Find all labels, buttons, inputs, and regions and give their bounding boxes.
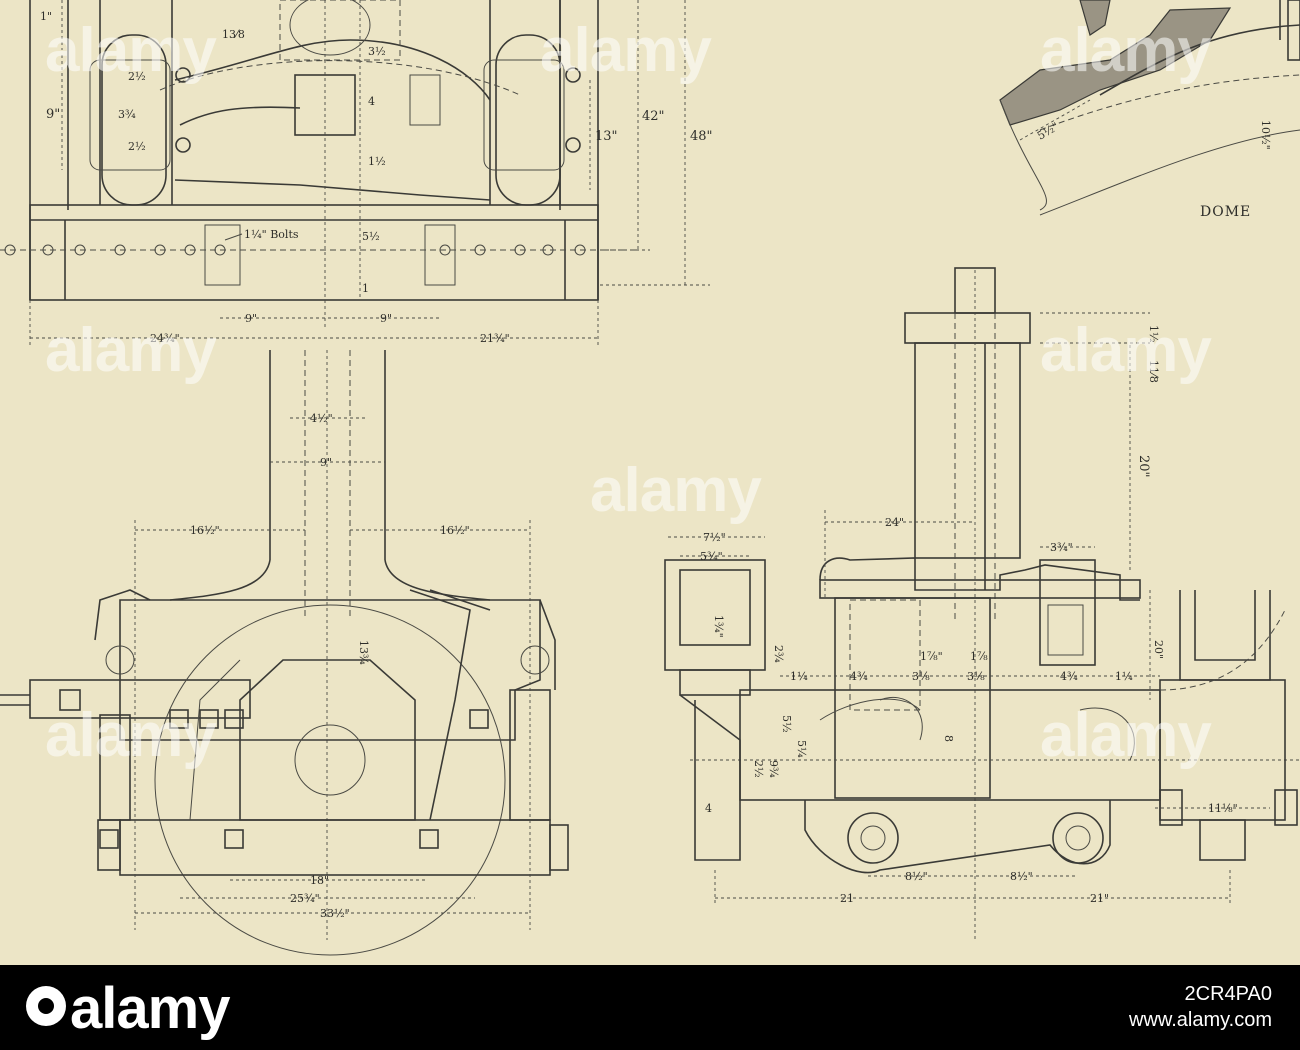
watermark: alamy [1040, 701, 1212, 770]
watermark: alamy [590, 456, 762, 525]
dim-text: 3⅛ [912, 670, 930, 683]
watermark: alamy [1040, 16, 1212, 85]
dim-text: 9" [380, 312, 392, 325]
dim-text: 9" [245, 312, 257, 325]
dim-text: 5½ [780, 715, 793, 733]
dim-text: 7½" [703, 531, 726, 544]
dim-text: 2½ [128, 70, 146, 83]
dim-text: 13⁄8 [222, 28, 245, 41]
dim-text: 24¾" [150, 332, 180, 345]
dim-text: 21¾" [480, 332, 510, 345]
dim-text: 8½" [905, 870, 928, 883]
drawing-sheet: 1" 9" 13⁄8 2½ 3¾ 2½ 3½ 4 1½ 13" 42" 48" … [0, 0, 1300, 956]
dim-text: 48" [690, 129, 713, 144]
watermark: alamy [1040, 316, 1212, 385]
dim-text: 9" [320, 456, 332, 469]
dim-text: 9" [46, 107, 60, 122]
dim-text: 3⅛ [967, 670, 985, 683]
dim-text: 1½ [1147, 325, 1160, 343]
dim-text: 1⅞ [970, 650, 988, 663]
dim-text: 4¾ [850, 670, 868, 683]
plan-view: 1" 9" 13⁄8 2½ 3¾ 2½ 3½ 4 1½ 13" 42" 48" … [0, 0, 713, 345]
dim-text: 1¼ [790, 670, 808, 683]
dim-text: 5¼ [795, 740, 808, 758]
dim-text: 25¾" [290, 892, 320, 905]
dim-text: 16½" [440, 524, 470, 537]
dim-text: 13¾ [357, 640, 370, 665]
dim-text: 24" [885, 516, 904, 529]
dim-text: 2½ [128, 140, 146, 153]
dim-text: 3½ [368, 45, 386, 58]
footer-bar: alamy 2CR4PA0 www.alamy.com [0, 965, 1300, 1050]
dim-text: 2½ [752, 760, 765, 778]
dim-text: 1½ [368, 155, 386, 168]
dim-text: 20" [1152, 640, 1165, 659]
dim-text: 3¾ [118, 108, 136, 121]
alamy-logo-icon [26, 986, 66, 1026]
dim-text: 5½" [1035, 120, 1061, 143]
dim-text: 1⅞" [920, 650, 943, 663]
dim-text: 13" [595, 129, 618, 144]
watermark: alamy [45, 701, 217, 770]
watermark: alamy [540, 16, 712, 85]
dim-text: 5¾" [700, 550, 723, 563]
dim-text: 1¼ [1115, 670, 1133, 683]
dim-text: 1¾" [712, 615, 725, 638]
watermark: alamy [45, 316, 217, 385]
dim-text: 1 [362, 282, 369, 295]
dim-text: 10½" [1259, 120, 1272, 150]
dim-text: 4 [705, 802, 712, 815]
dim-text: 1" [40, 10, 52, 23]
alamy-logo[interactable]: alamy [26, 975, 230, 1042]
dome-label: DOME [1200, 204, 1251, 220]
dim-text: 4¾ [1060, 670, 1078, 683]
dim-text: 33½" [320, 907, 350, 920]
dim-text: 11⁄8 [1147, 360, 1160, 383]
dim-text: 11⅛" [1208, 802, 1238, 815]
dim-text: 9¾ [767, 760, 780, 778]
dim-text: 3¾" [1050, 541, 1073, 554]
dim-text: 8 [942, 735, 955, 742]
dim-text: 42" [642, 109, 665, 124]
site-url[interactable]: www.alamy.com [1129, 1009, 1272, 1031]
dim-text: 21 [840, 892, 854, 905]
dim-text: 18" [310, 874, 329, 887]
dim-text: 16½" [190, 524, 220, 537]
watermark: alamy [45, 16, 217, 85]
dim-text: 4 [368, 95, 375, 108]
dim-text: 8½" [1010, 870, 1033, 883]
logo-text: alamy [70, 976, 230, 1041]
dim-text: 4½" [310, 412, 333, 425]
image-id-block: 2CR4PA0 www.alamy.com [1129, 981, 1272, 1033]
dim-text: 21" [1090, 892, 1109, 905]
side-view: 1½ 11⁄8 20" 24" 3¾" 7½" 5¾" 1¾" 2¾ 1¼ 4¾… [664, 267, 1300, 940]
dim-text: 2¾ [772, 645, 785, 663]
bolts-label: 1¼" Bolts [244, 228, 299, 241]
dim-text: 5½ [362, 230, 380, 243]
dim-text: 20" [1136, 455, 1151, 478]
front-view: 4½" 9" 16½" 16½" 18" 25¾" 33½" 13¾ [0, 350, 569, 956]
image-id: 2CR4PA0 [1184, 983, 1272, 1005]
engineering-drawing: 1" 9" 13⁄8 2½ 3¾ 2½ 3½ 4 1½ 13" 42" 48" … [0, 0, 1300, 956]
